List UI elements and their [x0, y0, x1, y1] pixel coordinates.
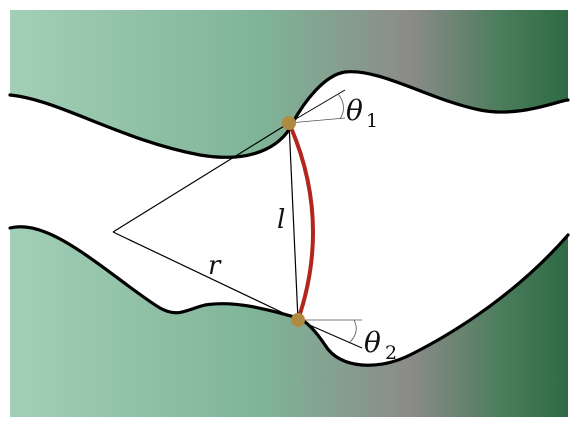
- radius-line-top: [112, 122, 290, 233]
- reference-top: [288, 117, 346, 124]
- label-theta2-sub: 2: [385, 342, 397, 364]
- radius-line-bottom: [112, 231, 299, 321]
- upper-boundary: [8, 70, 570, 159]
- tangent-bottom: [297, 319, 363, 349]
- angle-arc-top: [337, 93, 344, 120]
- pore-space: [10, 71, 568, 366]
- contact-point-bottom: [291, 313, 305, 327]
- contact-point-top: [282, 116, 296, 130]
- tangent-top: [288, 89, 346, 124]
- label-theta1-sub: 1: [366, 110, 378, 132]
- label-theta1: θ: [346, 94, 363, 127]
- angle-arc-bottom: [349, 319, 357, 343]
- label-theta2: θ: [364, 326, 381, 359]
- meniscus-arc: [287, 121, 315, 322]
- label-r: r: [208, 251, 222, 281]
- chord-line: [288, 122, 299, 321]
- label-l: l: [277, 205, 285, 235]
- lower-boundary: [8, 225, 570, 367]
